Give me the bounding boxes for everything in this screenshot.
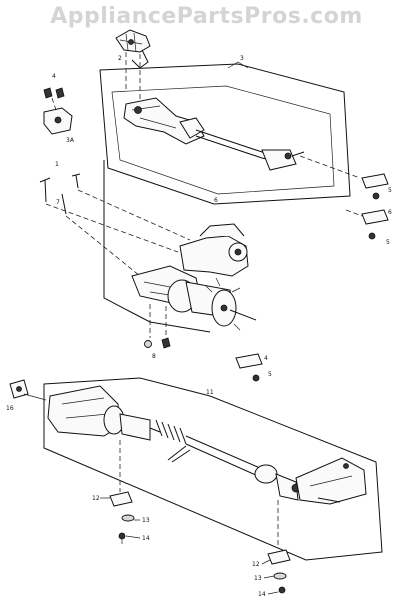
middle-washers bbox=[144, 337, 171, 349]
hardware-right bbox=[267, 549, 291, 594]
callout-1: 1 bbox=[143, 17, 147, 24]
callout-13-right: 13 bbox=[254, 575, 262, 582]
right-clips-upper bbox=[345, 173, 389, 240]
callout-16: 16 bbox=[6, 405, 14, 412]
callout-3: 3 bbox=[240, 55, 244, 62]
callout-6-frame: 6 bbox=[214, 197, 218, 204]
callout-6-right: 6 bbox=[388, 209, 392, 216]
callout-1-mid: 1 bbox=[55, 161, 59, 168]
callout-4-top: 4 bbox=[52, 73, 56, 80]
callout-5-right: 5 bbox=[388, 187, 392, 194]
callout-3a: 3A bbox=[66, 137, 75, 144]
callout-13-left: 13 bbox=[142, 517, 150, 524]
top-bracket-assembly bbox=[115, 29, 151, 100]
callout-7: 7 bbox=[56, 199, 60, 206]
middle-mechanism bbox=[131, 223, 257, 338]
callout-4-low: 4 bbox=[264, 355, 268, 362]
callout-11: 11 bbox=[206, 389, 214, 396]
right-clips-lower bbox=[235, 353, 263, 382]
callout-2: 2 bbox=[118, 55, 122, 62]
callout-12-right: 12 bbox=[252, 561, 260, 568]
left-fastener-group bbox=[43, 87, 73, 135]
bracket-16 bbox=[9, 379, 47, 401]
callout-5-right-lower: 5 bbox=[386, 239, 390, 246]
upper-frame-outline bbox=[99, 63, 351, 333]
middle-screws bbox=[39, 173, 191, 277]
hardware-left bbox=[109, 491, 135, 544]
callout-14-right: 14 bbox=[258, 591, 266, 598]
upper-arm-rod bbox=[123, 97, 361, 179]
callout-14-left: 14 bbox=[142, 535, 150, 542]
lower-shaft-assembly bbox=[47, 385, 367, 548]
lower-frame-outline bbox=[43, 377, 383, 561]
callout-8: 8 bbox=[152, 353, 156, 360]
callout-12-left: 12 bbox=[92, 495, 100, 502]
callout-5-low: 5 bbox=[268, 371, 272, 378]
